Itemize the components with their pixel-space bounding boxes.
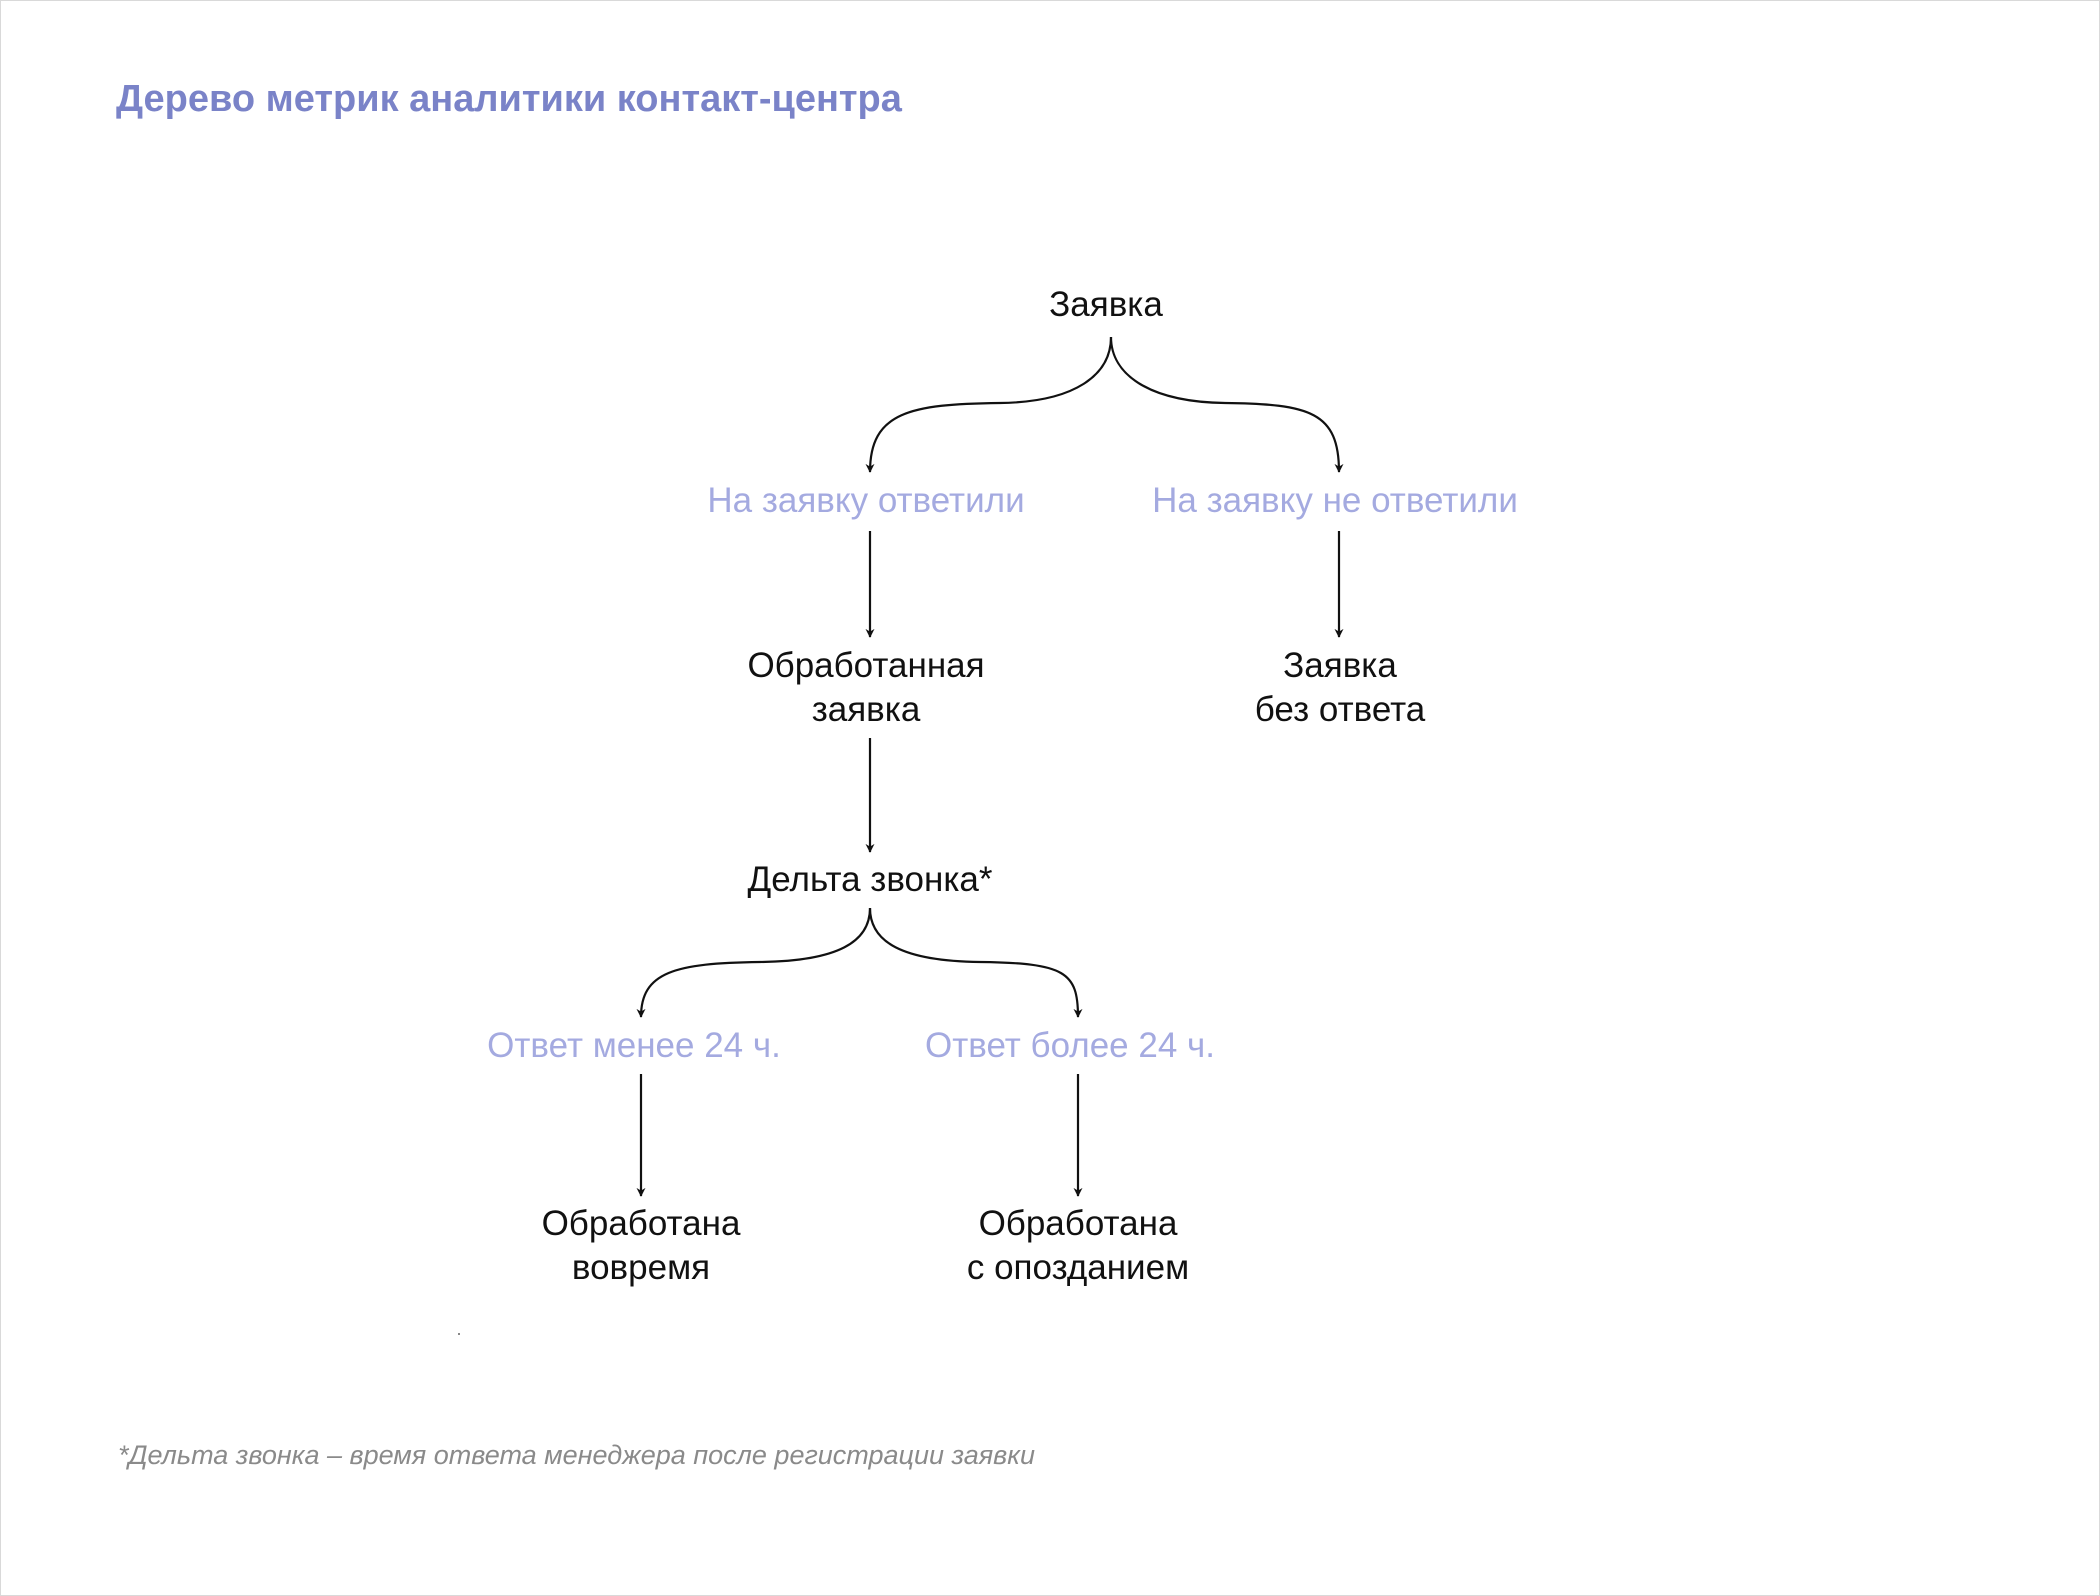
- label-over-24h: Ответ более 24 ч.: [925, 1026, 1215, 1065]
- node-processed-request: Обработанная заявка: [747, 644, 984, 732]
- node-unanswered-request-line1: Заявка: [1283, 646, 1397, 685]
- node-processed-on-time: Обработана вовремя: [542, 1202, 741, 1290]
- node-processed-on-time-line1: Обработана: [541, 1204, 741, 1243]
- connector-root-to-answered: [865, 336, 1113, 473]
- connector-delta-to-over-24: [868, 907, 1083, 1018]
- node-processed-late-line2: с опозданием: [966, 1248, 1190, 1287]
- label-not-answered: На заявку не ответили: [1152, 481, 1518, 520]
- node-processed-on-time-line2: вовремя: [571, 1248, 711, 1287]
- node-processed-late-line1: Обработана: [978, 1204, 1178, 1243]
- node-unanswered-request-line2: без ответа: [1254, 690, 1426, 729]
- label-answered: На заявку ответили: [707, 481, 1025, 520]
- node-call-delta: Дельта звонка*: [747, 860, 993, 899]
- connector-delta-to-under-24: [636, 907, 872, 1018]
- node-processed-request-line2: заявка: [811, 690, 921, 729]
- stray-dot: [458, 1333, 460, 1335]
- page-title: Дерево метрик аналитики контакт-центра: [116, 78, 902, 120]
- node-request: Заявка: [1049, 285, 1163, 324]
- node-unanswered-request: Заявка без ответа: [1255, 644, 1425, 732]
- footnote: *Дельта звонка – время ответа менеджера …: [118, 1440, 1036, 1470]
- connector-root-to-not-answered: [1109, 336, 1344, 473]
- node-processed-request-line1: Обработанная: [747, 646, 985, 685]
- node-processed-late: Обработана с опозданием: [967, 1202, 1189, 1290]
- label-under-24h: Ответ менее 24 ч.: [487, 1026, 781, 1065]
